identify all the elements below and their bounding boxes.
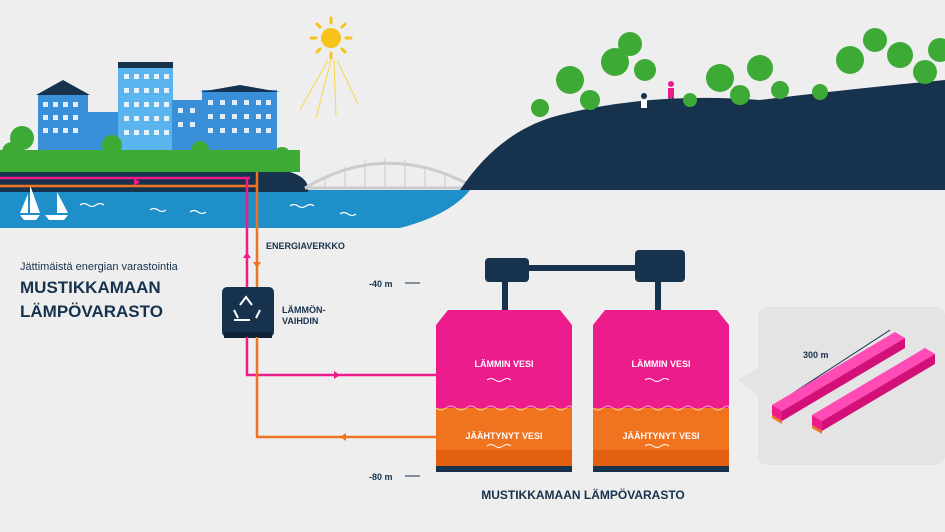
- storage-caption: MUSTIKKAMAAN LÄMPÖVARASTO: [481, 487, 685, 502]
- sea-water: [0, 190, 470, 228]
- storage-tank-1: [435, 310, 573, 472]
- flow-arrow: [134, 178, 140, 186]
- left-shore: [0, 172, 309, 192]
- cavern-3d-model: [772, 332, 935, 434]
- sailboat-icon: [20, 185, 68, 220]
- title-line-2: LÄMPÖVARASTO: [20, 302, 163, 321]
- flow-arrow: [243, 252, 251, 258]
- sun-icon: [299, 16, 359, 119]
- people-figures: [641, 81, 679, 109]
- tank-2-cold-label: JÄÄHTYNYT VESI: [622, 431, 699, 441]
- tank-1-cold-label: JÄÄHTYNYT VESI: [465, 431, 542, 441]
- warm-pipe-to-tank: [245, 337, 437, 377]
- water-waves: [79, 202, 357, 217]
- subtitle: Jättimäistä energian varastointia: [20, 261, 179, 273]
- surface-units: [485, 250, 685, 312]
- tank-2-warm-label: LÄMMIN VESI: [631, 359, 690, 369]
- tree-icon: [0, 126, 300, 172]
- heat-exchanger-label-1: LÄMMÖN-: [282, 305, 326, 315]
- storage-tank-2: [592, 310, 730, 472]
- flow-arrow: [253, 262, 261, 268]
- flow-arrow: [334, 371, 340, 379]
- right-hill: [460, 80, 945, 190]
- heat-exchanger-label-2: VAIHDIN: [282, 316, 318, 326]
- cavern-length-label: 300 m: [803, 350, 829, 360]
- depth-top-label: -40 m: [369, 279, 393, 289]
- energy-network-label: ENERGIAVERKKO: [266, 241, 345, 251]
- title-line-1: MUSTIKKAMAAN: [20, 278, 161, 297]
- cavern-callout: [738, 307, 945, 465]
- tank-1-warm-label: LÄMMIN VESI: [474, 359, 533, 369]
- recycle-icon: [233, 295, 261, 321]
- depth-bottom-label: -80 m: [369, 472, 393, 482]
- cold-pipe-to-tank: [255, 337, 437, 439]
- tree-icon: [531, 28, 945, 117]
- dimension-line: [789, 329, 891, 396]
- bridge-icon: [304, 158, 471, 190]
- heat-exchanger: [222, 287, 274, 338]
- flow-arrow: [340, 433, 346, 441]
